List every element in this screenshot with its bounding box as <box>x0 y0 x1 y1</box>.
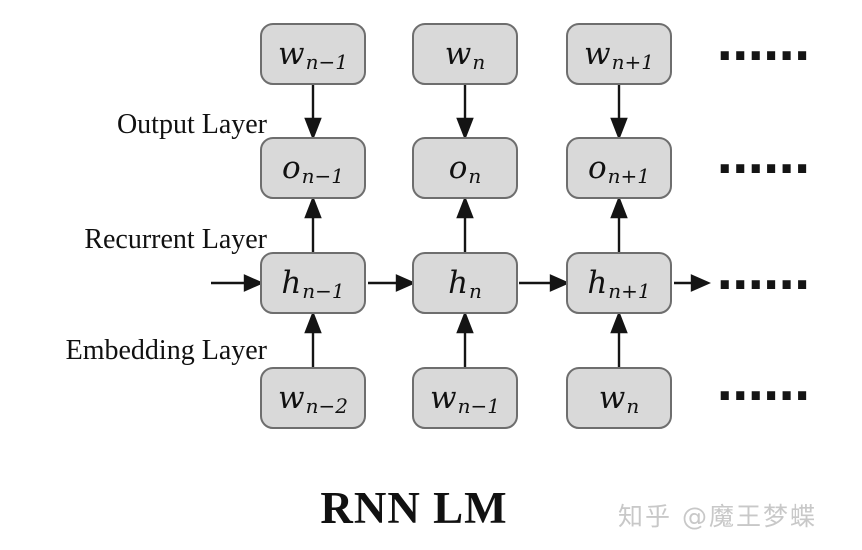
zhihu-watermark: 知乎 @魔王梦蝶 <box>618 502 817 531</box>
node-main: w <box>430 380 457 416</box>
node-sub: n <box>472 50 486 74</box>
node-sub: n <box>469 279 482 303</box>
ellipsis-word-bottom: ...... <box>716 357 811 411</box>
node-sub: n−1 <box>301 164 345 188</box>
node-sub: n−1 <box>457 394 500 418</box>
node-sub: n−2 <box>305 394 348 418</box>
node-main: o <box>448 150 468 186</box>
label-embedding-layer: Embedding Layer <box>65 335 267 366</box>
node-sub: n+1 <box>608 279 651 303</box>
ellipsis-word-top: ...... <box>716 17 811 71</box>
node-main: o <box>281 150 301 186</box>
node-sub: n−1 <box>305 50 348 74</box>
ellipsis-hidden: ...... <box>716 246 811 300</box>
node-main: h <box>281 265 302 301</box>
node-main: w <box>584 36 611 72</box>
label-recurrent-layer: Recurrent Layer <box>84 224 267 255</box>
node-sub: n+1 <box>607 164 651 188</box>
node-main: w <box>278 36 305 72</box>
node-main: w <box>598 380 626 416</box>
node-main: w <box>444 36 472 72</box>
node-main: w <box>278 380 305 416</box>
node-main: h <box>587 265 608 301</box>
node-sub: n−1 <box>302 279 345 303</box>
diagram-title: RNN LM <box>320 483 508 533</box>
node-sub: n+1 <box>611 50 654 74</box>
ellipsis-output: ...... <box>716 130 811 184</box>
node-main: o <box>587 150 607 186</box>
node-main: h <box>448 265 469 301</box>
node-sub: n <box>468 164 482 188</box>
node-sub: n <box>626 394 640 418</box>
label-output-layer: Output Layer <box>116 109 267 140</box>
